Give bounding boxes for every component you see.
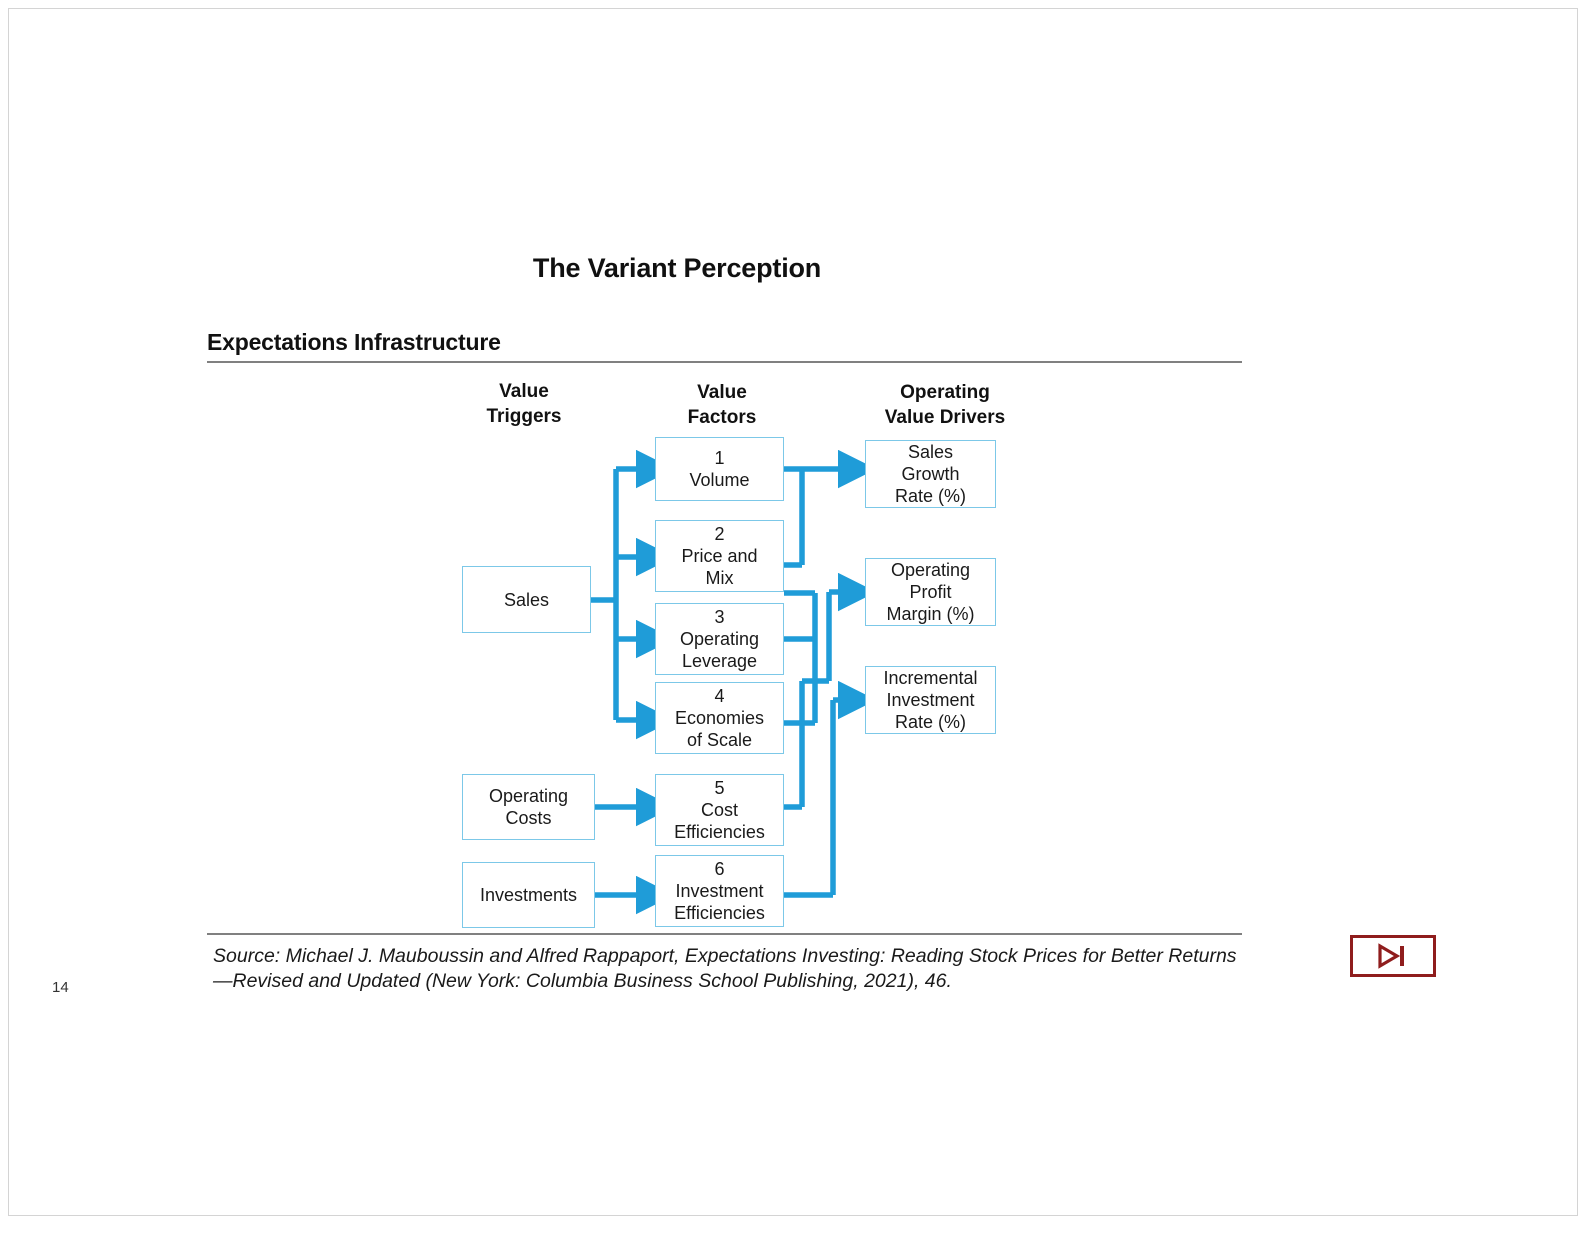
slide-page: The Variant Perception Expectations Infr… — [8, 8, 1578, 1216]
section-heading: Expectations Infrastructure — [207, 329, 501, 355]
skip-to-end-button[interactable] — [1350, 935, 1436, 977]
node-value-trigger-investments[interactable]: Investments — [462, 862, 595, 928]
node-value-factor-5-label: 5 Cost Efficiencies — [674, 778, 765, 842]
node-value-factor-1-volume[interactable]: 1 Volume — [655, 437, 784, 501]
node-driver-sales-growth-rate[interactable]: Sales Growth Rate (%) — [865, 440, 996, 508]
column-header-operating-value-drivers-label: Operating Value Drivers — [884, 382, 1006, 428]
connector-arrows — [591, 449, 877, 915]
node-value-trigger-operating-costs[interactable]: Operating Costs — [462, 774, 595, 840]
node-value-factor-3-label: 3 Operating Leverage — [679, 607, 760, 671]
node-value-trigger-sales[interactable]: Sales — [462, 566, 591, 633]
node-driver-operating-profit-margin[interactable]: Operating Profit Margin (%) — [865, 558, 996, 626]
source-note: Source: Michael J. Mauboussin and Alfred… — [213, 945, 1237, 992]
node-driver-incremental-investment-rate-label: Incremental Investment Rate (%) — [883, 668, 978, 732]
page-title: The Variant Perception — [532, 253, 822, 283]
divider-top — [207, 361, 1242, 363]
column-header-operating-value-drivers: Operating Value Drivers — [841, 380, 1049, 430]
node-value-factor-4-label: 4 Economies of Scale — [674, 686, 765, 750]
node-value-factor-1-label: 1 Volume — [689, 448, 750, 490]
node-value-factor-3-operating-leverage[interactable]: 3 Operating Leverage — [655, 603, 784, 675]
skip-to-end-icon — [1378, 943, 1404, 969]
node-value-factor-6-investment-efficiencies[interactable]: 6 Investment Efficiencies — [655, 855, 784, 927]
node-value-factor-2-label: 2 Price and Mix — [681, 524, 758, 588]
column-header-value-triggers-label: Value Triggers — [486, 381, 562, 427]
column-header-value-factors-label: Value Factors — [687, 382, 757, 428]
node-value-trigger-operating-costs-label: Operating Costs — [488, 786, 569, 828]
node-driver-operating-profit-margin-label: Operating Profit Margin (%) — [886, 560, 975, 624]
node-value-factor-5-cost-efficiencies[interactable]: 5 Cost Efficiencies — [655, 774, 784, 846]
node-driver-sales-growth-rate-label: Sales Growth Rate (%) — [894, 442, 966, 506]
node-value-factor-2-price-and-mix[interactable]: 2 Price and Mix — [655, 520, 784, 592]
page-number: 14 — [52, 979, 69, 996]
node-value-trigger-investments-label: Investments — [479, 885, 578, 905]
node-driver-incremental-investment-rate[interactable]: Incremental Investment Rate (%) — [865, 666, 996, 734]
node-value-trigger-sales-label: Sales — [503, 589, 550, 610]
column-header-value-factors: Value Factors — [632, 380, 812, 430]
node-value-factor-6-label: 6 Investment Efficiencies — [674, 859, 765, 923]
divider-bottom — [207, 933, 1242, 935]
column-header-value-triggers: Value Triggers — [434, 379, 614, 429]
node-value-factor-4-economies-of-scale[interactable]: 4 Economies of Scale — [655, 682, 784, 754]
